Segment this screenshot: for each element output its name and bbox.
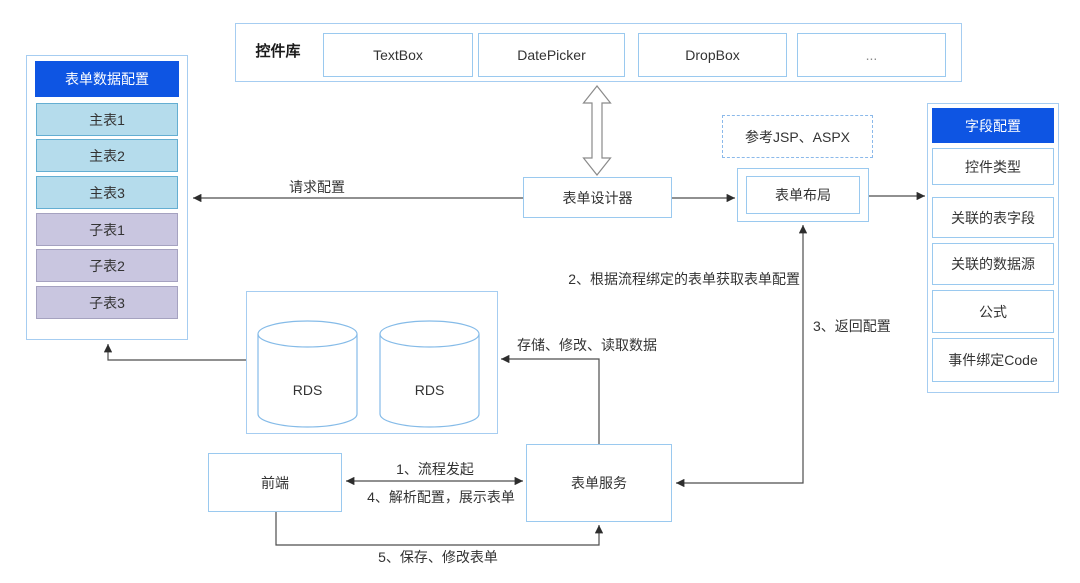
label-step2: 2、根据流程绑定的表单获取表单配置 bbox=[568, 271, 800, 287]
label-step5: 5、保存、修改表单 bbox=[378, 549, 498, 565]
main-table-2: 主表2 bbox=[36, 139, 178, 172]
label-request-config: 请求配置 bbox=[289, 179, 345, 195]
control-datepicker: DatePicker bbox=[478, 33, 625, 77]
control-more: ... bbox=[797, 33, 946, 77]
label-step3: 3、返回配置 bbox=[813, 318, 891, 334]
field-item-related-datasource: 关联的数据源 bbox=[932, 243, 1054, 285]
rds-left-label: RDS bbox=[292, 382, 323, 398]
field-item-related-table-field: 关联的表字段 bbox=[932, 197, 1054, 238]
form-data-config-header: 表单数据配置 bbox=[35, 61, 179, 97]
rds-right-label: RDS bbox=[414, 382, 445, 398]
label-store-data: 存储、修改、读取数据 bbox=[517, 337, 657, 353]
jsp-aspx-note: 参考JSP、ASPX bbox=[722, 115, 873, 158]
label-step4: 4、解析配置，展示表单 bbox=[367, 489, 515, 505]
sub-table-2: 子表2 bbox=[36, 249, 178, 282]
edge-service-layout-bidirectional bbox=[676, 225, 808, 488]
edge-frontend-to-service-step5 bbox=[275, 512, 604, 546]
label-step1: 1、流程发起 bbox=[396, 461, 474, 477]
frontend-node: 前端 bbox=[208, 453, 342, 512]
double-arrow-library-designer bbox=[582, 85, 612, 176]
form-layout-node: 表单布局 bbox=[746, 176, 860, 214]
rds-cylinder-left-icon bbox=[257, 320, 358, 428]
field-item-control-type: 控件类型 bbox=[932, 148, 1054, 185]
control-dropbox: DropBox bbox=[638, 33, 787, 77]
field-item-formula: 公式 bbox=[932, 290, 1054, 333]
field-config-header: 字段配置 bbox=[932, 108, 1054, 143]
edge-rds-to-left-panel bbox=[103, 344, 246, 361]
form-designer-node: 表单设计器 bbox=[523, 177, 672, 218]
rds-container bbox=[246, 291, 498, 434]
rds-cylinder-right-icon bbox=[379, 320, 480, 428]
edge-service-to-rds bbox=[501, 354, 600, 444]
sub-table-3: 子表3 bbox=[36, 286, 178, 319]
form-service-node: 表单服务 bbox=[526, 444, 672, 522]
field-item-event-binding-code: 事件绑定Code bbox=[932, 338, 1054, 382]
control-textbox: TextBox bbox=[323, 33, 473, 77]
main-table-1: 主表1 bbox=[36, 103, 178, 136]
main-table-3: 主表3 bbox=[36, 176, 178, 209]
sub-table-1: 子表1 bbox=[36, 213, 178, 246]
control-library-title: 控件库 bbox=[255, 43, 301, 60]
